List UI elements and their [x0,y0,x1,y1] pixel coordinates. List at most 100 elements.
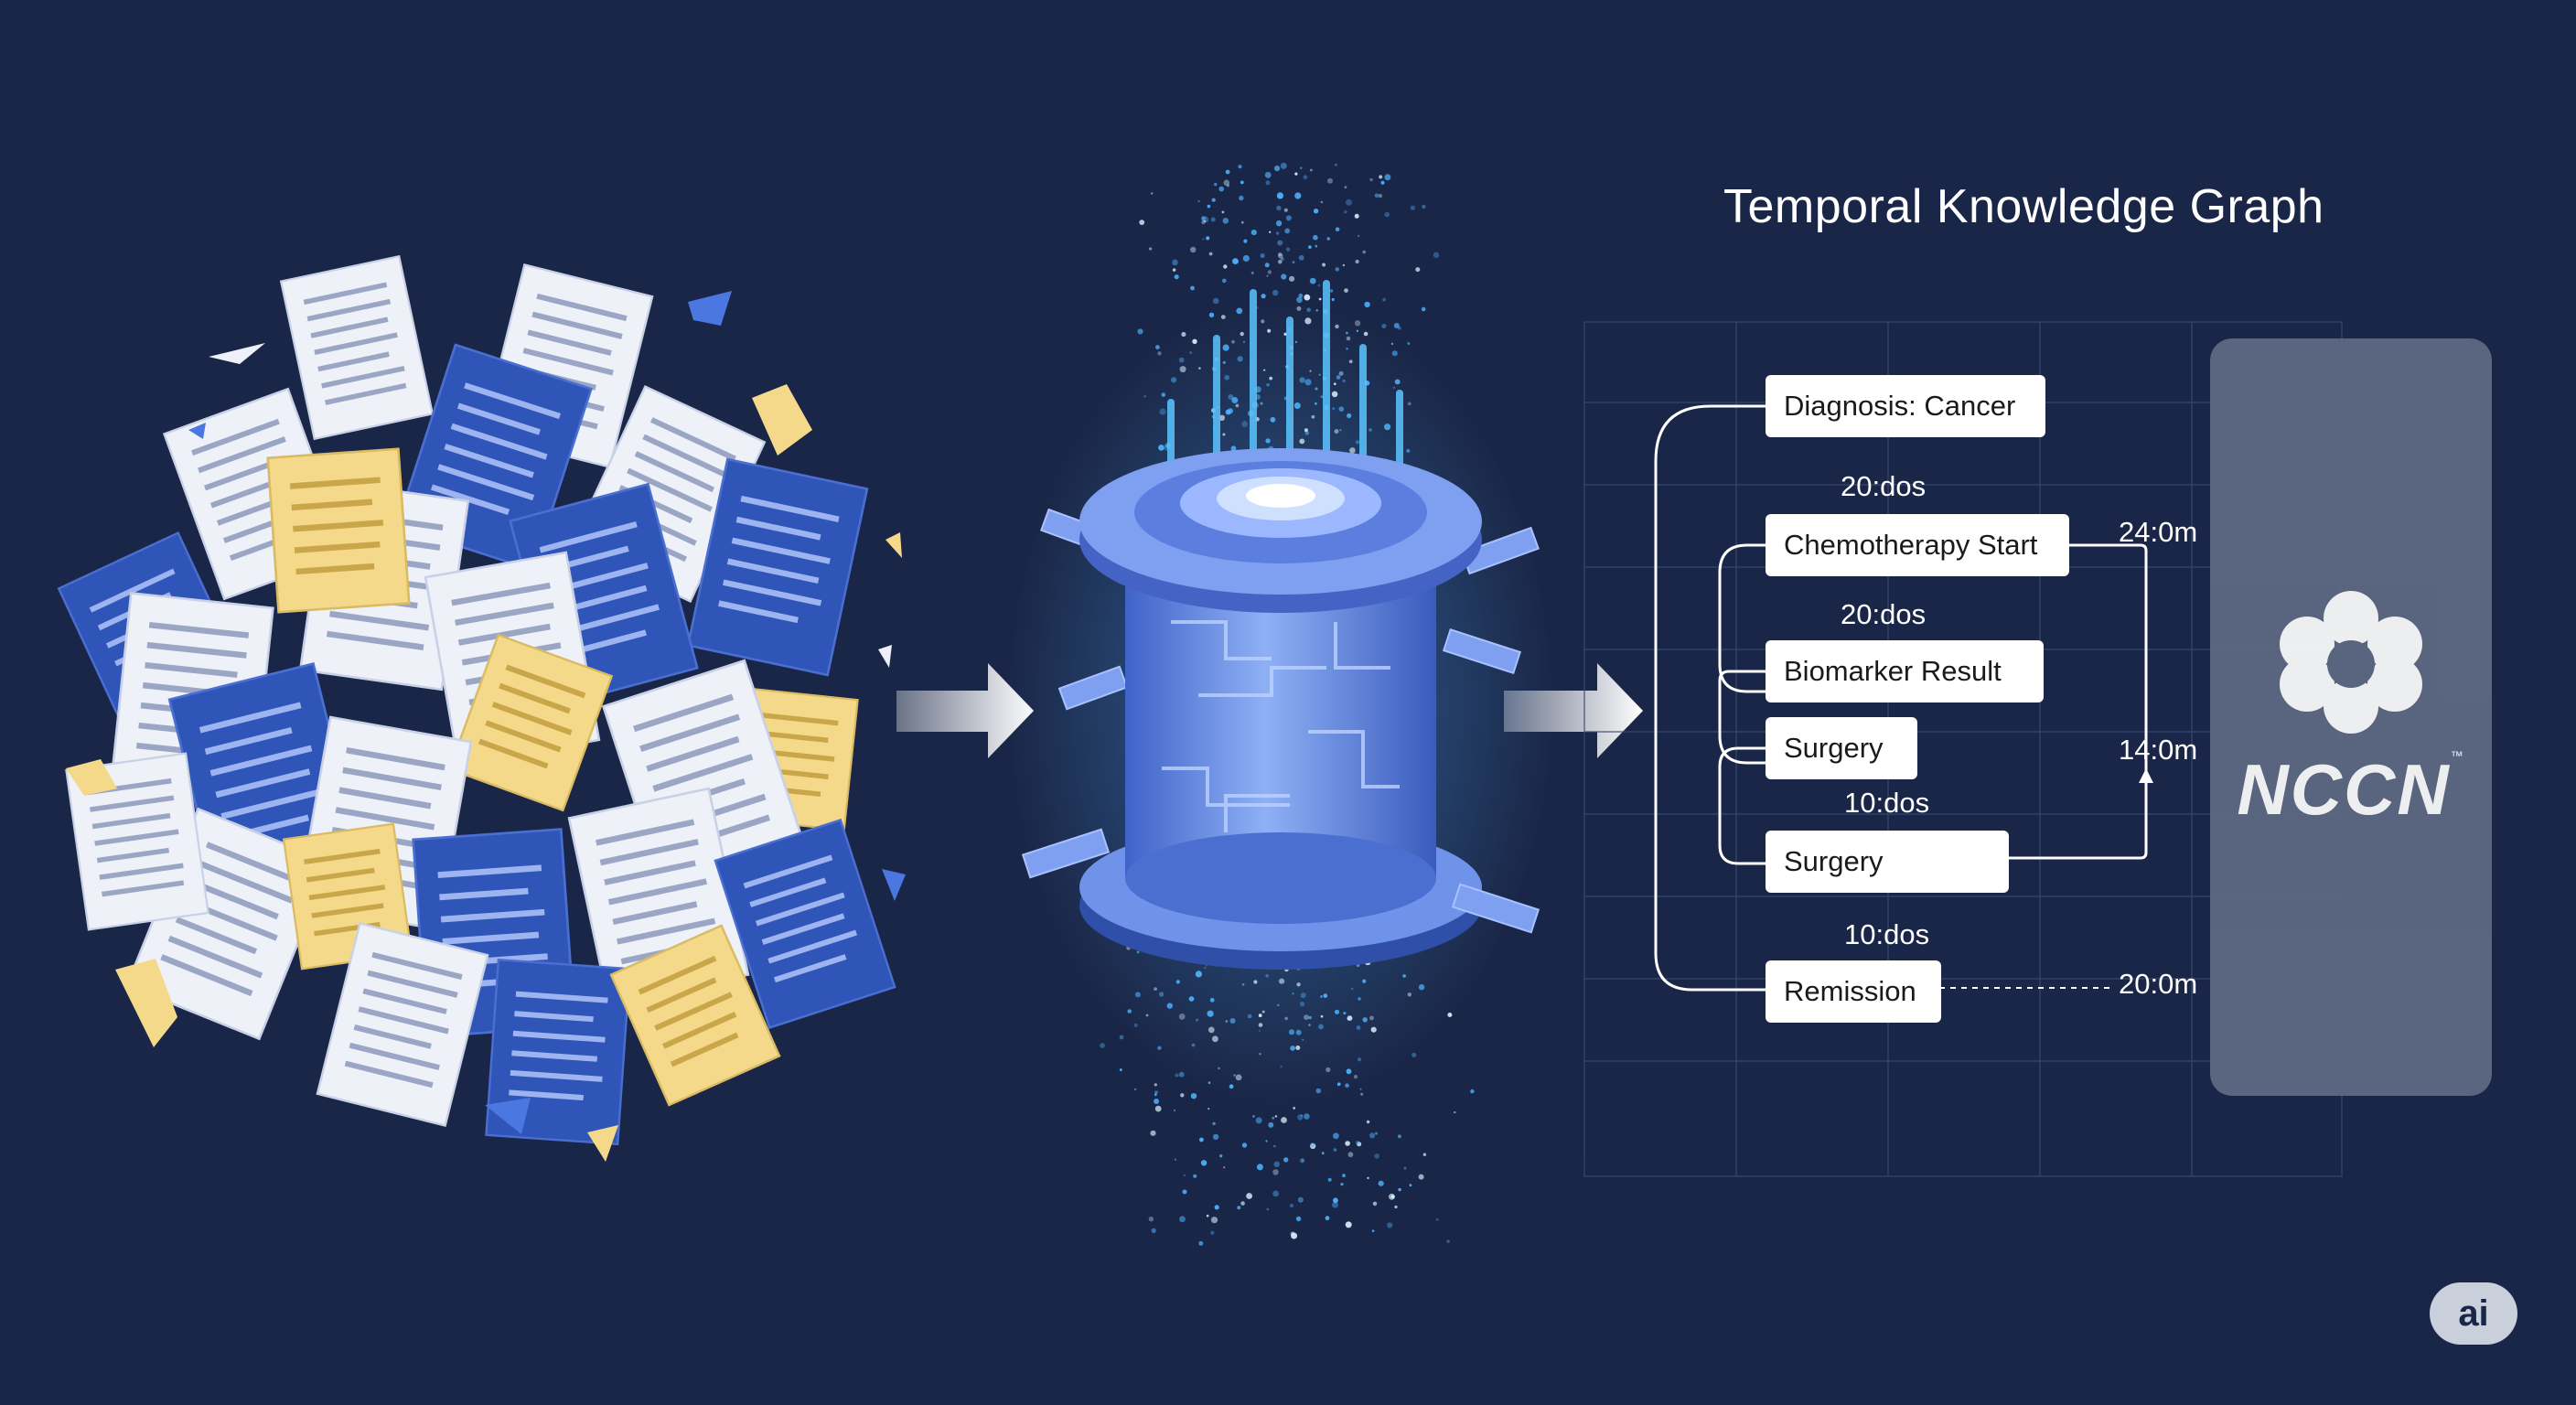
glow-particle [1363,331,1368,337]
glow-particle [1218,414,1225,421]
glow-particle [1272,1169,1279,1175]
glow-particle [1339,429,1342,432]
glow-particle [1329,289,1334,293]
glow-particle [1260,252,1265,258]
time-label: 24:0m [2119,516,2198,548]
glow-particle [1279,978,1285,984]
glow-particle [1300,1158,1305,1164]
glow-particle [1218,1067,1220,1070]
glow-particle [1382,297,1386,302]
glow-particle [1183,1174,1186,1176]
glow-particle [1204,967,1207,970]
glow-particle [1222,360,1226,364]
glow-particle [1100,1043,1105,1048]
glow-particle [1349,447,1356,454]
glow-particle [1265,180,1271,186]
glow-particle [1369,1015,1374,1021]
glow-particle [1259,1053,1261,1056]
glow-particle [1189,351,1192,354]
glow-particle [1315,387,1318,391]
graph-node[interactable]: Remission [1766,960,1941,1023]
glow-particle [1334,429,1339,434]
graph-node[interactable]: Surgery [1766,831,2009,893]
glow-particle [1255,1117,1262,1124]
glow-particle [1195,971,1202,978]
glow-particle [1237,1206,1241,1210]
glow-particle [1174,1158,1177,1161]
glow-particle [1378,193,1383,198]
glow-particle [1334,382,1336,386]
glow-particle [1285,215,1292,221]
glow-particle [1154,1105,1162,1112]
glow-particle [1274,1115,1278,1118]
glow-particle [1229,1018,1236,1024]
glow-particle [1315,244,1318,248]
glow-particle [1273,1144,1276,1148]
time-label: 10:dos [1844,787,1930,819]
glow-particle [1334,1009,1340,1014]
glow-particle [1208,312,1215,317]
glow-particle [1289,275,1295,282]
glow-particle [1258,1014,1262,1017]
glow-particle [1356,1141,1360,1145]
glow-particle [1320,995,1323,998]
glow-particle [1274,166,1281,172]
glow-particle [1139,220,1145,225]
graph-node[interactable]: Surgery [1766,717,1917,779]
glow-particle [1296,296,1303,304]
glow-particle [1406,448,1411,453]
glow-particle [1222,278,1227,284]
glow-particle [1235,1074,1242,1081]
glow-particle [1410,205,1415,210]
glow-particle [1178,1071,1185,1078]
glow-particle [1261,1010,1265,1014]
glow-particle [1362,1017,1368,1023]
glow-particle [1290,1231,1295,1237]
graph-node[interactable]: Biomarker Result [1766,640,2044,702]
glow-particle [1230,445,1237,452]
glow-particle [1304,294,1311,301]
glow-particle [1270,416,1276,423]
glow-particle [1210,217,1216,222]
glow-particle [1409,1184,1412,1187]
glow-particle [1241,1142,1248,1148]
glow-particle [1338,406,1345,413]
glow-particle [1298,293,1304,298]
glow-particle [1308,1024,1311,1026]
glow-particle [1283,208,1288,212]
glow-particle [1260,402,1263,405]
graph-node[interactable]: Chemotherapy Start [1766,514,2069,576]
glow-particle [1332,1201,1338,1208]
glow-particle [1320,1014,1324,1018]
glow-particle [1315,402,1317,405]
glow-particle [1225,1020,1229,1023]
glow-particle [1210,1217,1218,1224]
glow-particle [1278,253,1283,259]
glow-particle [1224,374,1229,381]
glow-particle [1375,1132,1378,1135]
glow-particle [1435,1217,1439,1221]
glow-particle [1321,1152,1325,1155]
glow-particle [1281,257,1284,261]
glow-particle [1261,294,1266,299]
glow-particle [1209,997,1215,1003]
glow-particle [1347,1152,1354,1158]
glow-particle [1393,323,1400,328]
glow-particle [1343,1012,1347,1015]
glow-particle [1173,1109,1176,1112]
glow-particle [1327,1177,1332,1182]
glow-particle [1295,1029,1302,1035]
glow-particle [1223,1166,1226,1169]
glow-particle [1197,199,1200,203]
glow-particle [1355,259,1359,264]
glow-particle [1159,408,1166,415]
glow-particle [1211,198,1216,202]
graph-node[interactable]: Diagnosis: Cancer [1766,375,2045,437]
glow-particle [1206,1214,1209,1217]
glow-particle [1294,192,1302,199]
glow-particle [1397,1134,1401,1139]
ai-badge[interactable]: ai [2430,1282,2517,1345]
glow-particle [1252,1115,1255,1118]
glow-particle [1276,205,1282,211]
